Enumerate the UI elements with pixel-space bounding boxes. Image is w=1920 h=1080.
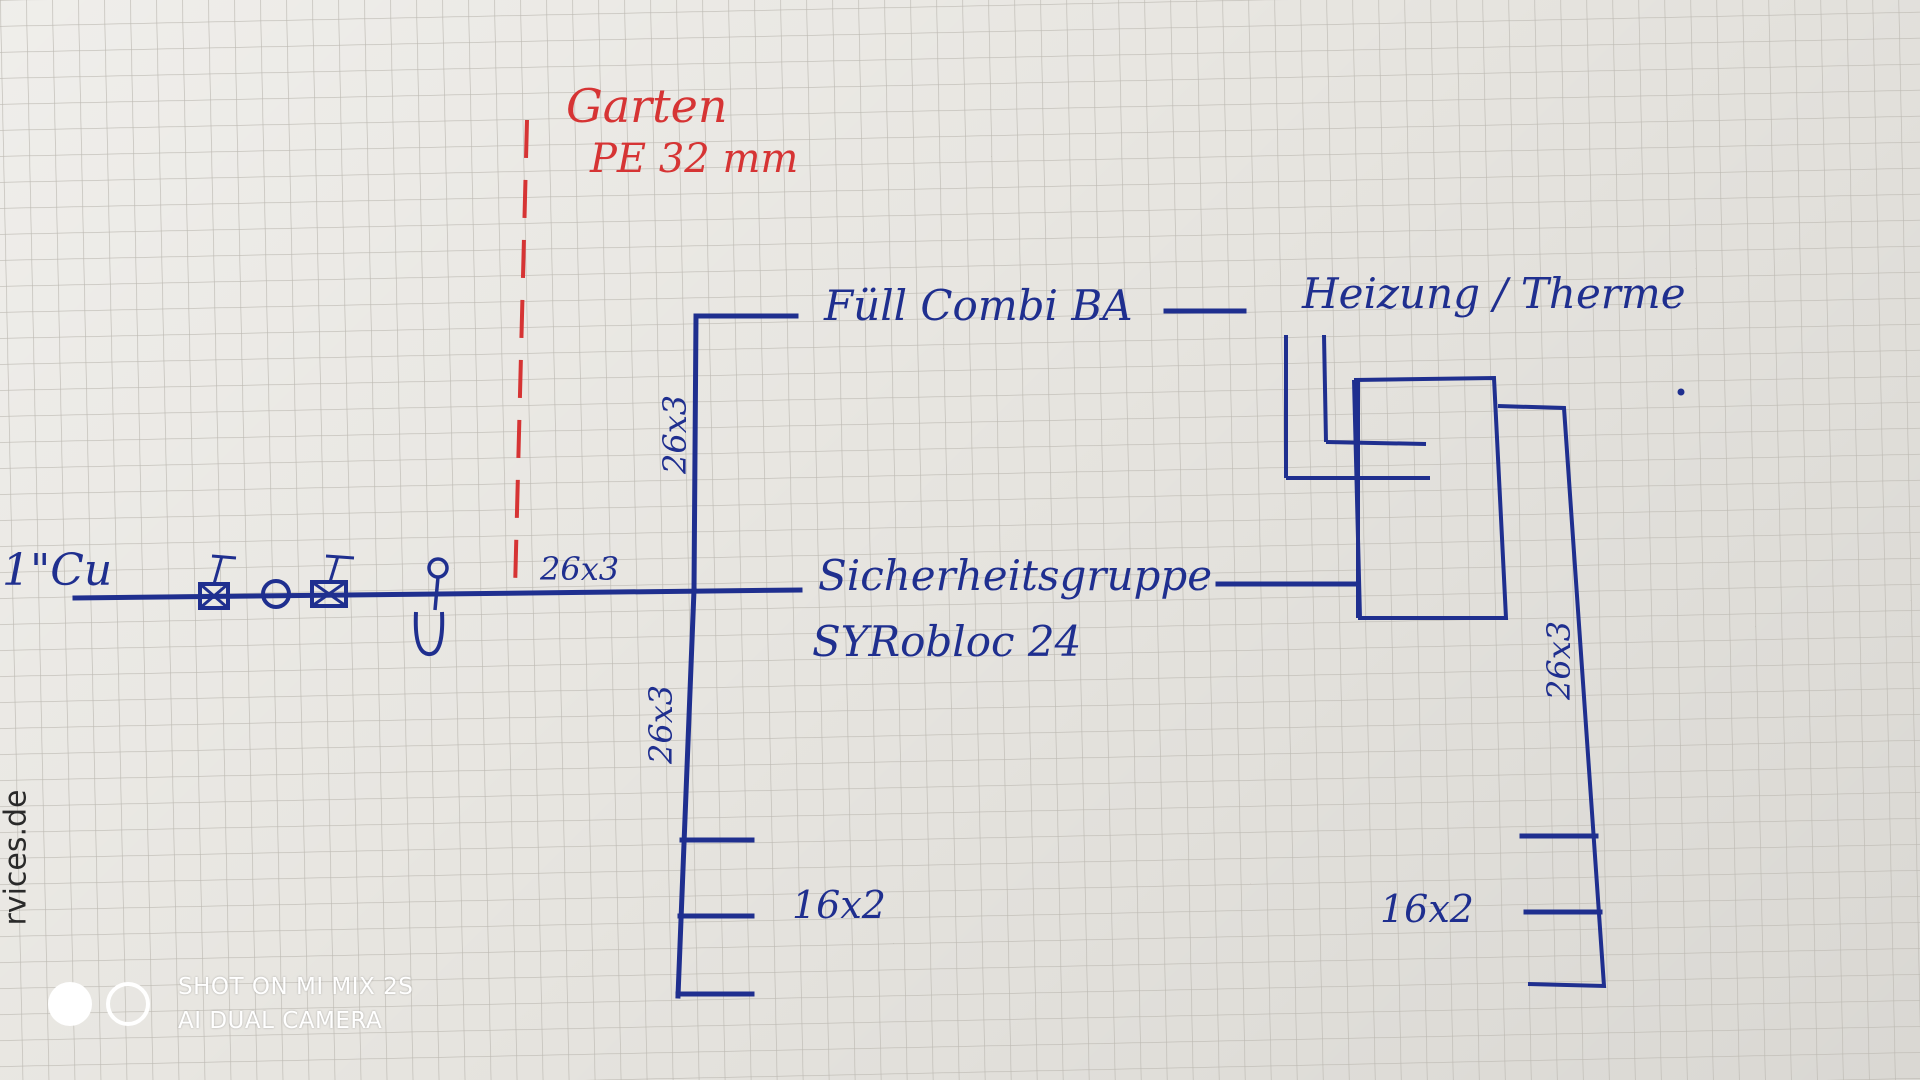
riser-lower-size-label: 26x3 [642,685,680,765]
left-branch-size-label: 16x2 [792,883,886,927]
supply-pipe-label: 1"Cu [2,545,112,596]
watermark-line-2: AI DUAL CAMERA [178,1008,383,1034]
garden-title-label: Garten [566,79,728,133]
right-branch-size-label: 16x2 [1380,887,1474,931]
watermark-ring-circle-icon [106,982,150,1026]
ink-dot [1677,388,1685,396]
filter-icon [413,557,449,657]
safety-model-label: SYRobloc 24 [812,617,1081,666]
check-valve-icon [261,579,291,609]
main-pipe-size-label: 26x3 [539,550,619,588]
watermark-filled-circle-icon [48,982,92,1026]
right-riser-pipe [1497,404,1607,989]
safety-group-label: Sicherheitsgruppe [818,551,1212,600]
paper-edge-print: rvices.de [0,789,34,926]
garden-pipe-label: PE 32 mm [589,136,798,182]
central-riser-upper [691,313,699,593]
heating-label: Heizung / Therme [1301,269,1686,318]
shutoff-valve-1-icon [198,554,237,610]
shutoff-valve-2-icon [310,554,355,608]
watermark-line-1: SHOT ON MI MIX 2S [178,974,414,1000]
riser-upper-size-label: 26x3 [656,395,694,475]
right-riser-size-label: 26x3 [1540,621,1578,701]
heater-unit-icon [1284,334,1509,620]
camera-watermark: SHOT ON MI MIX 2S AI DUAL CAMERA [48,970,413,1038]
garden-pipe-line [513,119,529,591]
central-riser-lower [675,587,697,999]
fill-combi-label: Füll Combi BA [823,281,1133,330]
watermark-text: SHOT ON MI MIX 2S AI DUAL CAMERA [178,970,413,1038]
